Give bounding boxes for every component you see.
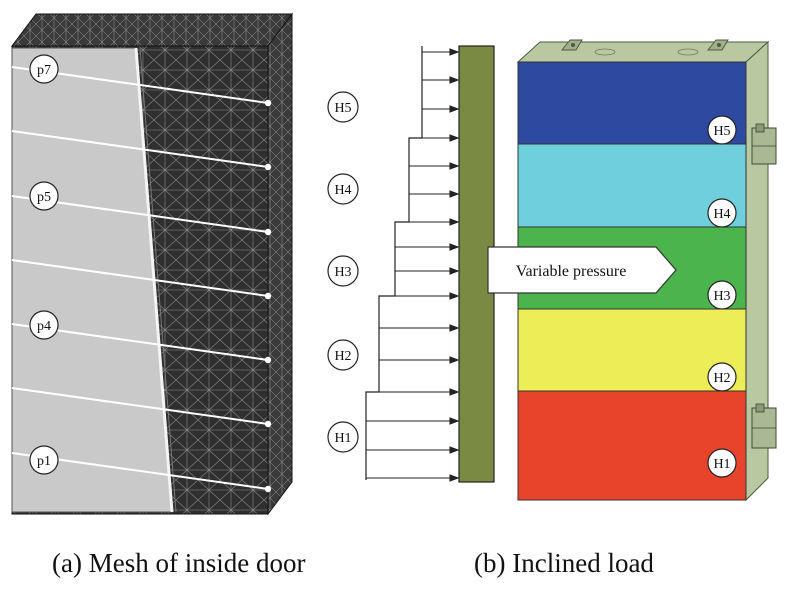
svg-text:H2: H2: [334, 349, 351, 364]
zone-label-H4: H4: [327, 173, 359, 205]
svg-text:H4: H4: [334, 183, 351, 198]
svg-text:p1: p1: [37, 454, 51, 469]
svg-text:H5: H5: [334, 101, 351, 116]
measure-line: [11, 259, 269, 297]
door-zone-label-H5: H5: [707, 115, 737, 145]
svg-text:H1: H1: [713, 457, 730, 472]
measure-point: [264, 228, 272, 236]
zone-label-H1: H1: [327, 421, 359, 453]
load-arrows: [366, 48, 460, 482]
svg-text:p4: p4: [37, 319, 51, 334]
measurement-lines: [11, 66, 272, 493]
svg-text:H3: H3: [713, 289, 730, 304]
svg-text:p7: p7: [37, 63, 51, 78]
mesh-side-face: [267, 12, 293, 516]
mesh-top-face: [11, 13, 293, 47]
svg-text:H3: H3: [334, 265, 351, 280]
wall-section: [458, 45, 495, 483]
svg-text:p5: p5: [37, 190, 51, 205]
point-label-p1: p1: [29, 445, 59, 475]
point-label-p4: p4: [29, 310, 59, 340]
svg-text:H2: H2: [713, 371, 730, 386]
hinge-top-icon: [751, 123, 777, 165]
door-frame-top: [516, 41, 770, 63]
measure-point: [264, 99, 272, 107]
measure-point: [264, 163, 272, 171]
measure-line: [11, 130, 269, 168]
measure-point: [264, 292, 272, 300]
pressure-callout: Variable pressure: [487, 246, 677, 294]
point-label-p7: p7: [29, 54, 59, 84]
svg-text:H5: H5: [713, 124, 730, 139]
figure-canvas: p7 p5 p4 p1: [11, 12, 777, 516]
caption-inclined-load: (b) Inclined load: [474, 548, 654, 578]
door-zone-label-H2: H2: [707, 362, 737, 392]
measure-point: [264, 356, 272, 364]
svg-text:H4: H4: [713, 207, 730, 222]
zone-label-H2: H2: [327, 339, 359, 371]
measure-point: [264, 420, 272, 428]
load-profile: [365, 46, 423, 480]
door-zone-label-H1: H1: [707, 448, 737, 478]
pressure-arrow-shape: [487, 246, 677, 294]
door-zone-label-H4: H4: [707, 198, 737, 228]
zone-H1: [517, 390, 747, 501]
point-label-p5: p5: [29, 181, 59, 211]
measure-point: [264, 485, 272, 493]
mesh-door: p7 p5 p4 p1: [11, 12, 293, 516]
zone-label-H5: H5: [327, 91, 359, 123]
svg-text:H1: H1: [334, 431, 351, 446]
door-zone-label-H3: H3: [707, 280, 737, 310]
pressure-label: Variable pressure: [516, 263, 627, 280]
zone-label-H3: H3: [327, 255, 359, 287]
caption-mesh: (a) Mesh of inside door: [52, 548, 306, 578]
load-diagram: H5 H4 H3 H2 H1: [327, 45, 495, 483]
hinge-bottom-icon: [751, 403, 777, 449]
measure-line: [11, 387, 269, 425]
